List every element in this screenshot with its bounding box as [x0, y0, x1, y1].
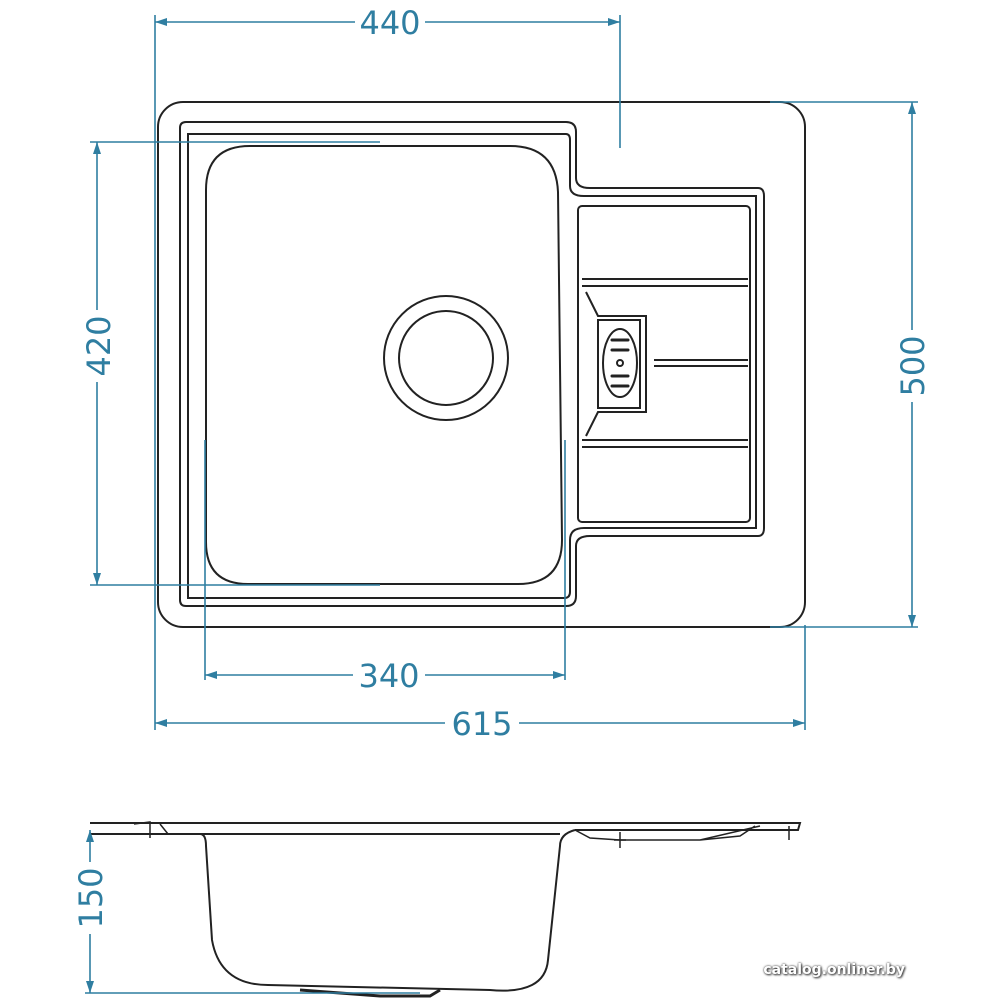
sink-side-view: [90, 821, 802, 998]
overflow-housing: [585, 291, 647, 437]
dim-500: 500: [894, 335, 932, 396]
dim-615: 615: [451, 705, 512, 743]
sink-outer-outline: [157, 101, 806, 628]
watermark: catalog.onliner.by: [763, 962, 905, 978]
drainboard-rib: [582, 439, 748, 448]
drainboard-rib: [582, 278, 748, 287]
dim-440: 440: [359, 4, 420, 42]
dimension-lines: [85, 15, 918, 994]
bowl-profile: [199, 829, 576, 992]
sink-top-view: [157, 101, 806, 628]
bowl: [205, 145, 564, 585]
rim-top: [90, 822, 802, 831]
overflow-screw: [616, 359, 624, 367]
dimension-labels: 440 615 340 420 500 150: [72, 4, 932, 934]
drainboard: [577, 205, 751, 523]
drain-inner: [398, 310, 494, 406]
drain-outer: [383, 295, 509, 421]
dim-420: 420: [80, 315, 118, 376]
overflow-plate: [597, 319, 641, 409]
bowl-frame-inner: [187, 133, 757, 599]
bowl-frame-outer: [179, 121, 765, 607]
drainboard-rib: [654, 359, 748, 367]
dim-150: 150: [72, 867, 110, 928]
dim-340: 340: [358, 657, 419, 695]
overflow-grill: [602, 328, 638, 398]
